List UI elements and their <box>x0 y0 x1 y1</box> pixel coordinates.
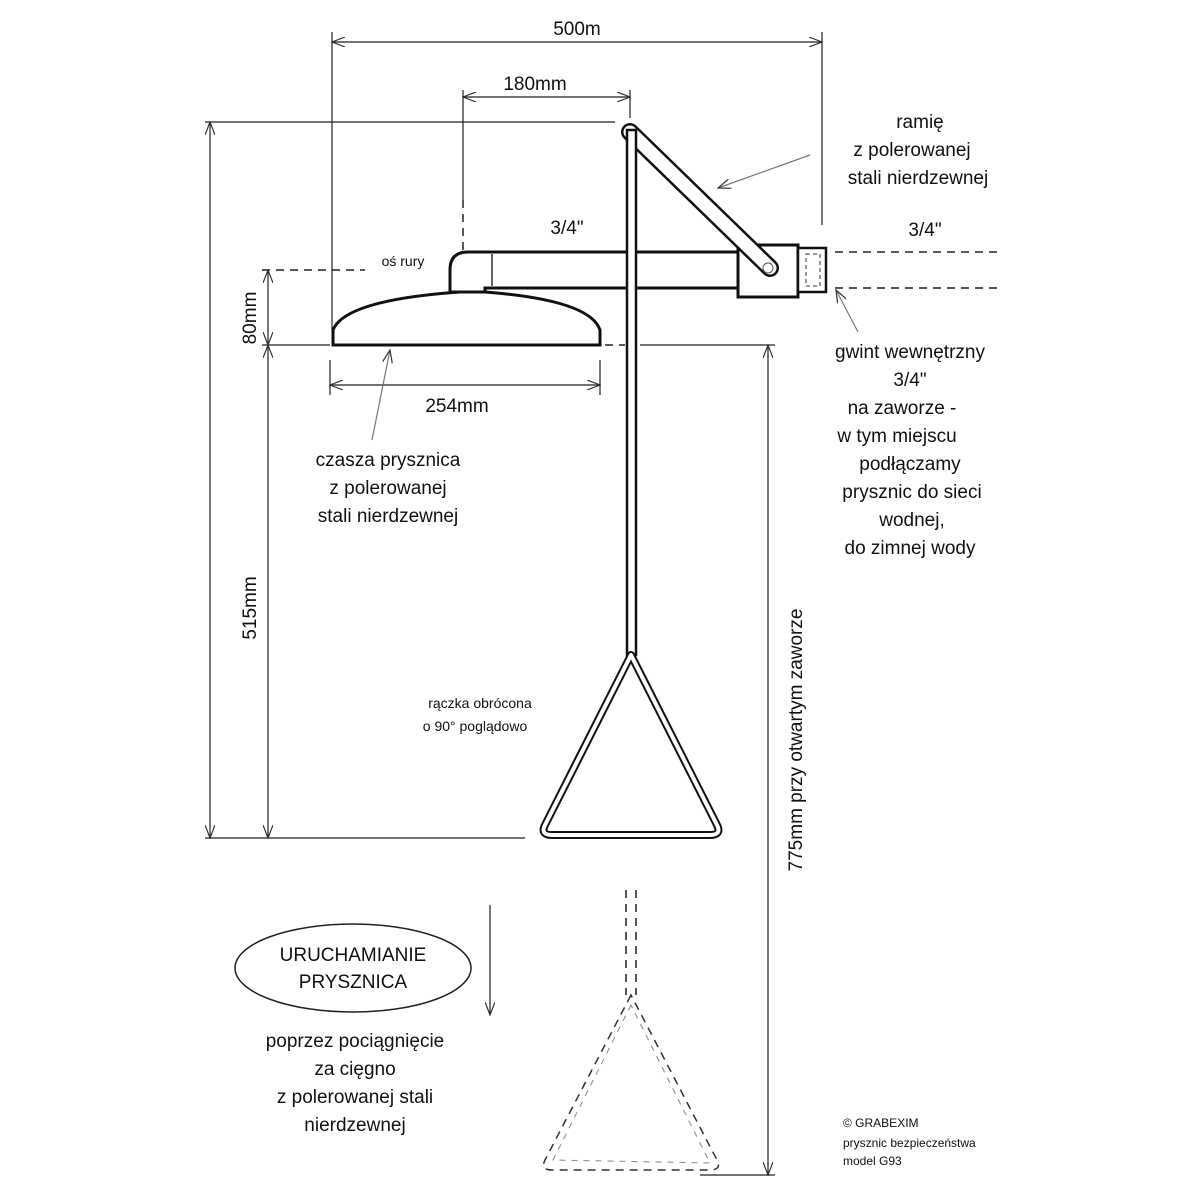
handle-label-2: o 90° poglądowo <box>423 718 528 734</box>
head-label-1: czasza prysznica <box>316 450 461 471</box>
activation-desc-3: z polerowanej stali <box>277 1087 433 1108</box>
pull-rod <box>539 128 723 839</box>
dimension-180: 180mm <box>463 74 630 255</box>
activation-title-2: PRYSZNICA <box>299 972 408 993</box>
activation-desc-1: poprzez pociągnięcie <box>266 1031 445 1052</box>
footer-model: model G93 <box>843 1154 902 1168</box>
head-label-2: z polerowanej <box>329 478 446 499</box>
dim-775-label: 775mm przy otwartym zaworze <box>786 609 807 872</box>
thread-line-1: gwint wewnętrzny <box>835 342 985 363</box>
arm-label-3: stali nierdzewnej <box>848 168 988 189</box>
dimension-500: 500m <box>332 19 822 330</box>
handle-label-1: rączka obrócona <box>428 695 532 711</box>
dim-515-label: 515mm <box>240 576 261 639</box>
dim-500-label: 500m <box>553 19 601 40</box>
thread-line-6: prysznic do sieci <box>842 482 981 503</box>
activation-badge <box>234 923 472 1013</box>
head-label-3: stali nierdzewnej <box>318 506 458 527</box>
arm-label-1: ramię <box>896 112 944 133</box>
thread-line-8: do zimnej wody <box>845 538 976 559</box>
thread-line-7: wodnej, <box>878 510 945 531</box>
pulled-position <box>542 890 720 1171</box>
activation-desc-2: za cięgno <box>314 1059 395 1080</box>
activation-title-1: URUCHAMIANIE <box>280 945 427 966</box>
thread-line-4: w tym miejscu <box>836 426 956 447</box>
arm-label-2: z polerowanej <box>853 140 970 161</box>
thread-line-5: podłączamy <box>859 454 961 475</box>
pipe-axis-label: oś rury <box>382 253 425 269</box>
activation-desc-4: nierdzewnej <box>304 1115 405 1136</box>
pipe-size-right: 3/4" <box>908 220 941 241</box>
footer-brand: © GRABEXIM <box>843 1116 919 1130</box>
thread-line-3: na zaworze - <box>848 398 957 419</box>
thread-label: gwint wewnętrzny 3/4" na zaworze - w tym… <box>835 342 985 559</box>
footer-product: prysznic bezpieczeństwa <box>843 1136 976 1150</box>
dim-80-label: 80mm <box>240 292 261 345</box>
dim-254-label: 254mm <box>425 396 488 417</box>
dim-180-label: 180mm <box>503 74 566 95</box>
pipe-size-left: 3/4" <box>550 218 583 239</box>
thread-line-2: 3/4" <box>893 370 926 391</box>
arm <box>621 123 779 277</box>
shower-head <box>331 250 742 347</box>
